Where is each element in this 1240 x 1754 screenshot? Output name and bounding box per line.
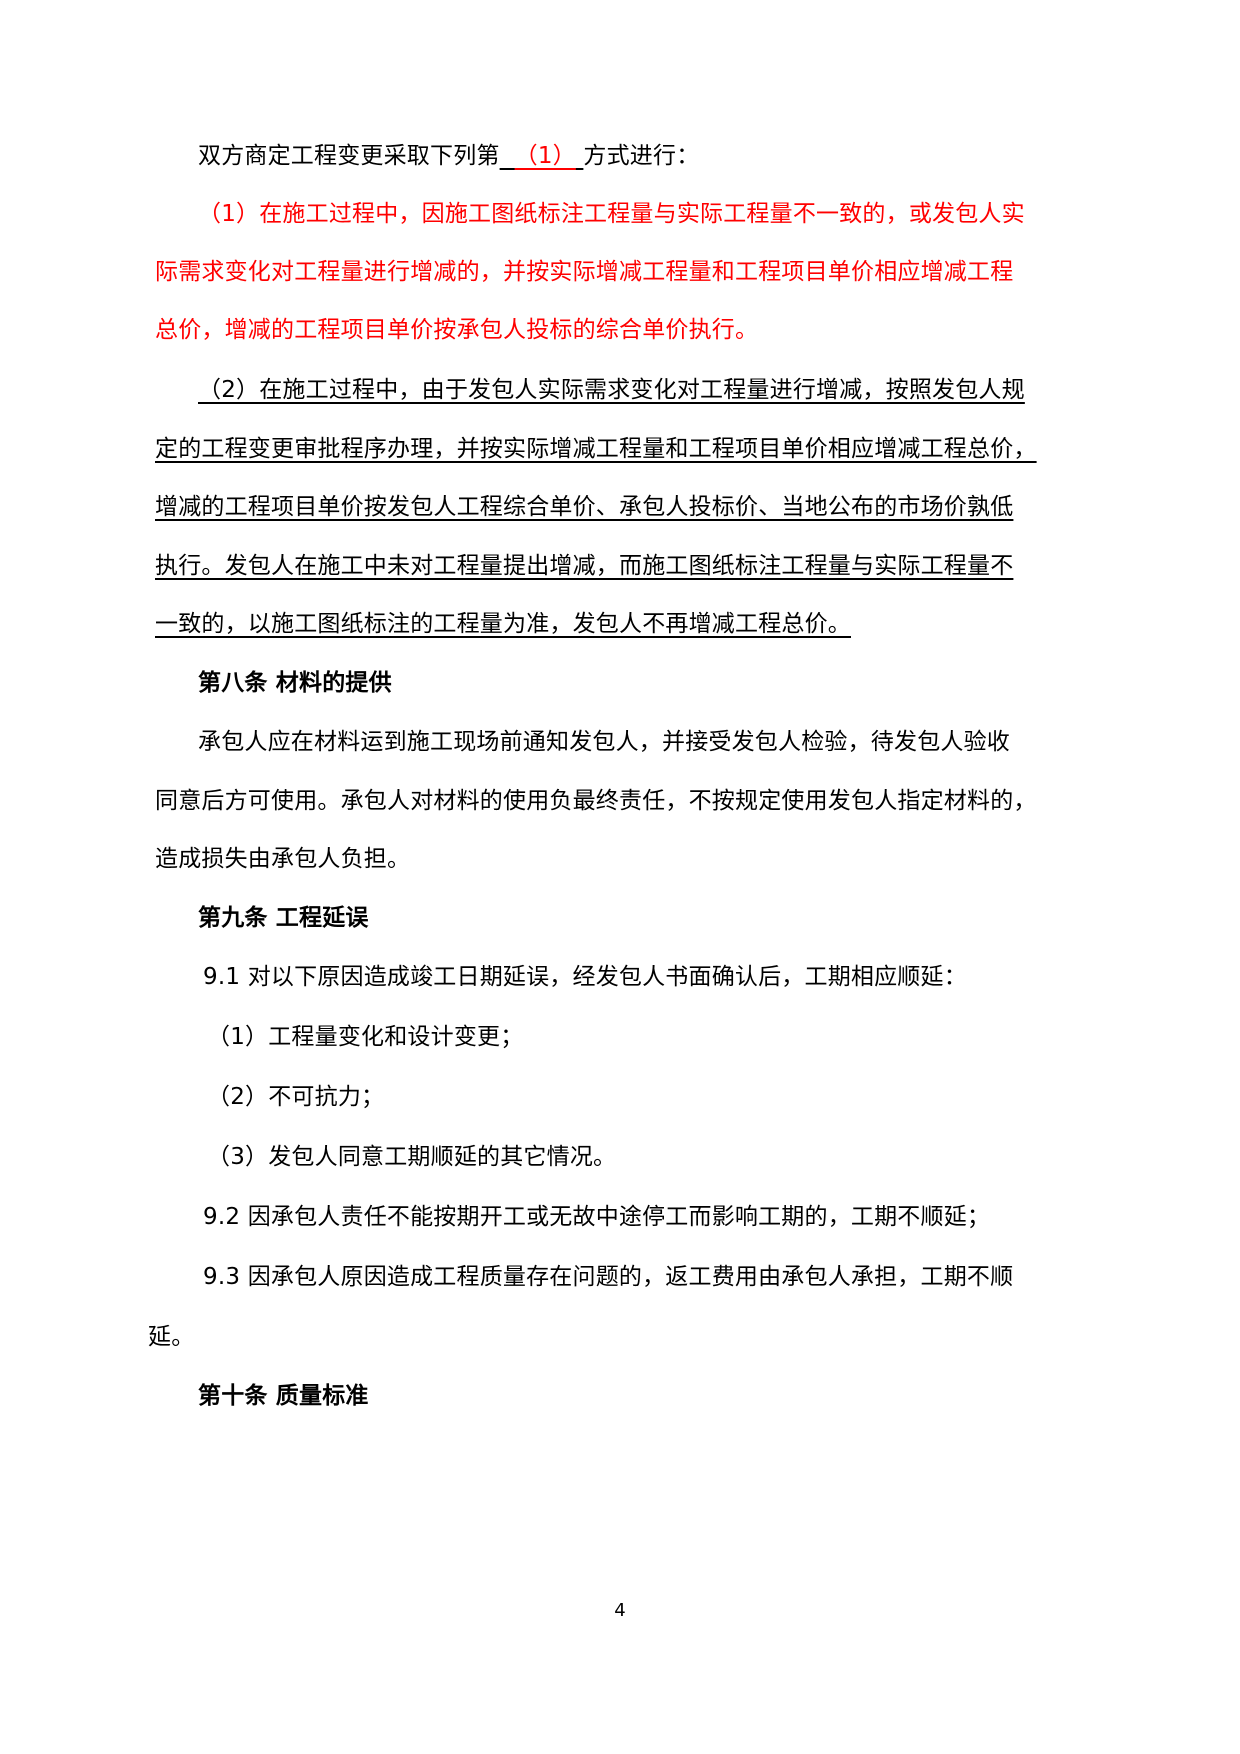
option1-line: 总价，增减的工程项目单价按承包人投标的综合单价执行。 — [155, 317, 759, 343]
option2-line: 增减的工程项目单价按发包人工程综合单价、承包人投标价、当地公布的市场价孰低 — [155, 494, 1014, 520]
article8-line: 造成损失由承包人负担。 — [155, 846, 411, 872]
blank-padding — [500, 143, 515, 169]
option2-line: 定的工程变更审批程序办理，并按实际增减工程量和工程项目单价相应增减工程总价， — [155, 436, 1037, 462]
option2-line: （2）在施工过程中，由于发包人实际需求变化对工程量进行增减，按照发包人规 — [198, 377, 1025, 403]
article9-heading: 第九条 工程延误 — [198, 905, 369, 931]
option2-line: 执行。发包人在施工中未对工程量提出增减，而施工图纸标注工程量与实际工程量不 — [155, 553, 1014, 579]
page-number: 4 — [614, 1600, 626, 1621]
article8-line: 承包人应在材料运到施工现场前通知发包人，并接受发包人检验，待发包人验收 — [198, 729, 1010, 755]
article9-item: （3）发包人同意工期顺延的其它情况。 — [207, 1144, 617, 1170]
article8-line: 同意后方可使用。承包人对材料的使用负最终责任，不按规定使用发包人指定材料的， — [155, 788, 1037, 814]
article10-heading: 第十条 质量标准 — [198, 1383, 369, 1409]
intro-paragraph: 双方商定工程变更采取下列第 （1） 方式进行： — [198, 141, 699, 171]
clause-9-3-line: 延。 — [148, 1324, 195, 1350]
article9-item: （2）不可抗力； — [207, 1084, 385, 1110]
clause-9-3-line: 9.3 因承包人原因造成工程质量存在问题的，返工费用由承包人承担，工期不顺 — [203, 1264, 1014, 1290]
intro-text-before: 双方商定工程变更采取下列第 — [198, 143, 500, 169]
article9-item: （1）工程量变化和设计变更； — [207, 1024, 524, 1050]
clause-9-1: 9.1 对以下原因造成竣工日期延误，经发包人书面确认后，工期相应顺延： — [203, 964, 967, 990]
option1-line: 际需求变化对工程量进行增减的，并按实际增减工程量和工程项目单价相应增减工程 — [155, 259, 1014, 285]
choice-value: （1） — [514, 143, 576, 169]
intro-text-after: 方式进行： — [583, 143, 700, 169]
option2-line: 一致的，以施工图纸标注的工程量为准，发包人不再增减工程总价。 — [155, 611, 851, 637]
choice-blank: （1） — [500, 141, 584, 171]
option1-line: （1）在施工过程中，因施工图纸标注工程量与实际工程量不一致的，或发包人实 — [198, 201, 1025, 227]
article8-heading: 第八条 材料的提供 — [198, 670, 392, 696]
clause-9-2: 9.2 因承包人责任不能按期开工或无故中途停工而影响工期的，工期不顺延； — [203, 1204, 991, 1230]
